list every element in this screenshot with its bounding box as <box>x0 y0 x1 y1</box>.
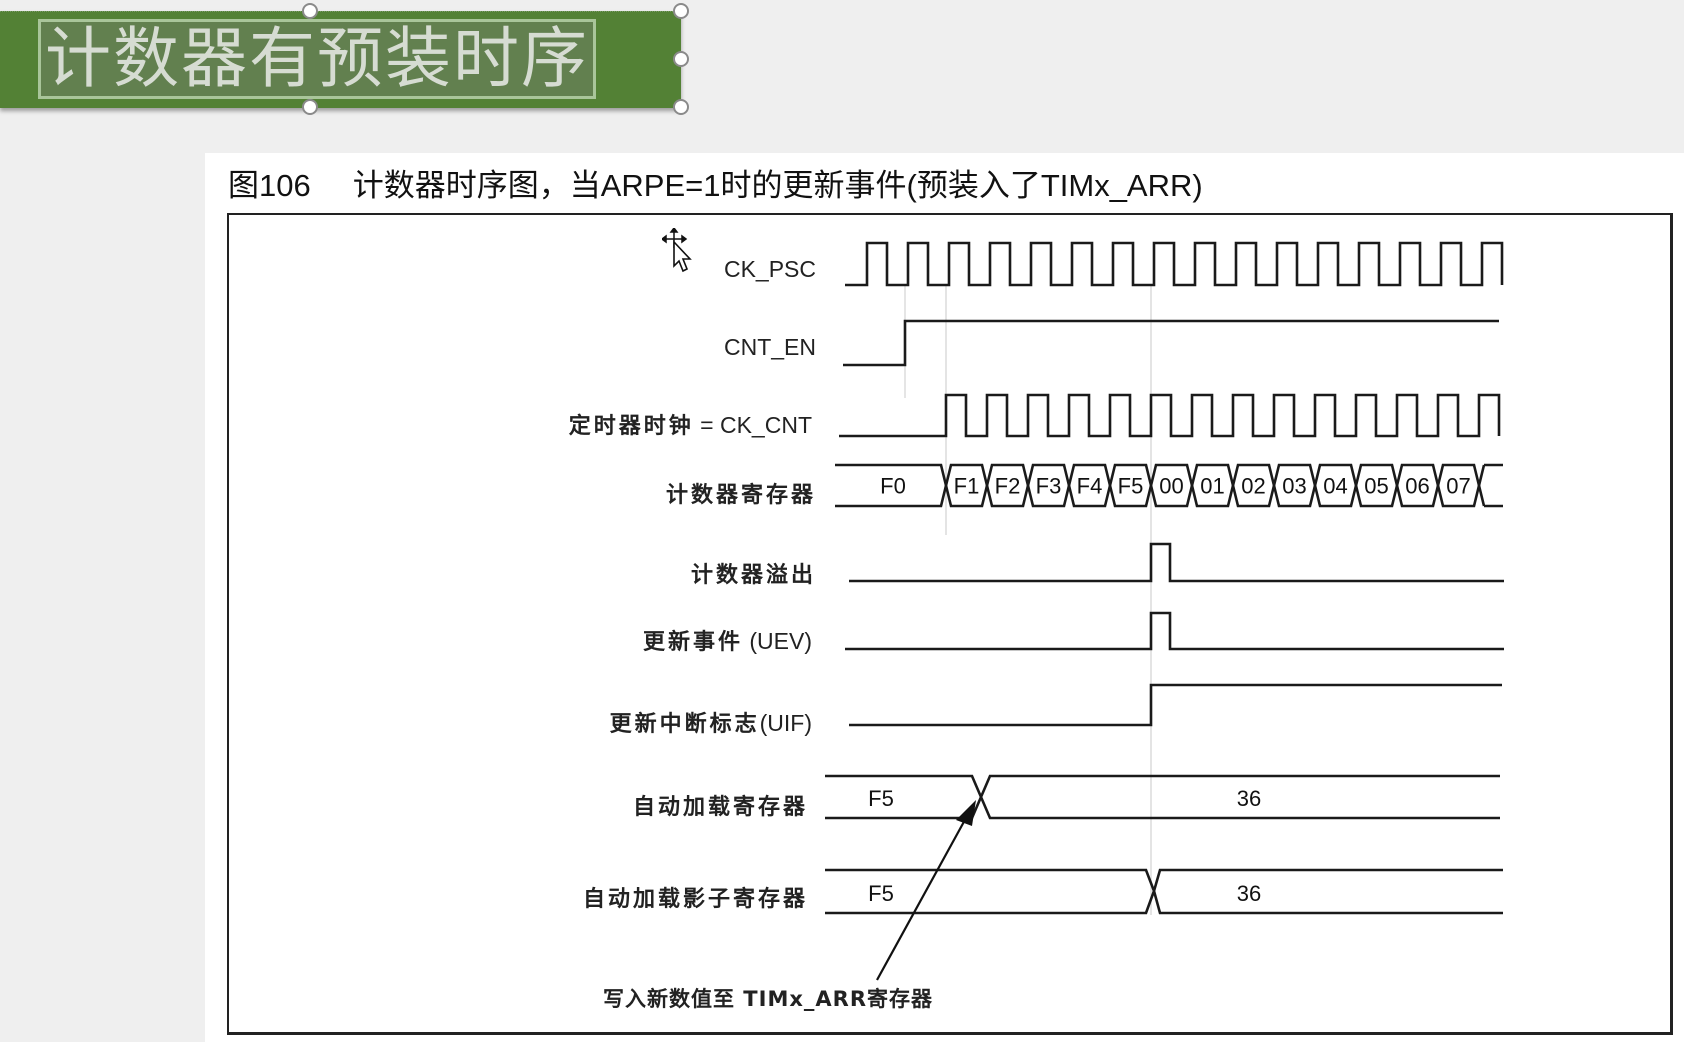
svg-text:F5: F5 <box>1118 474 1144 499</box>
move-cursor-icon <box>662 228 692 273</box>
signal-label-counter-overflow: 计数器溢出 <box>690 563 816 588</box>
signal-label-counter-register: 计数器寄存器 <box>665 483 816 508</box>
svg-text:F3: F3 <box>1036 474 1062 499</box>
svg-text:36: 36 <box>1237 881 1261 906</box>
annotation-arrow <box>876 800 976 981</box>
resize-handle-bottom-right[interactable] <box>673 99 689 115</box>
bus-segment <box>1026 463 1071 508</box>
bus-segment <box>1149 463 1194 508</box>
svg-text:02: 02 <box>1241 474 1265 499</box>
signal-label-ck-cnt: 定时器时钟 = CK_CNT <box>568 412 812 439</box>
bus-segment <box>1190 463 1235 508</box>
bus-segment <box>1108 463 1153 508</box>
waveform-arr <box>825 774 1500 820</box>
slide-title-shape[interactable]: 计数器有预装时序 <box>0 11 681 108</box>
figure-caption: 图106 计数器时序图，当ARPE=1时的更新事件(预装入了TIMx_ARR) <box>228 160 1203 205</box>
svg-text:F5: F5 <box>868 786 894 811</box>
waveform-cnt-en <box>843 319 1499 367</box>
svg-text:F0: F0 <box>880 474 906 499</box>
bus-segment <box>1395 463 1440 508</box>
resize-handle-middle-right[interactable] <box>673 51 689 67</box>
figure-title: 计数器时序图，当ARPE=1时的更新事件(预装入了TIMx_ARR) <box>352 168 1203 203</box>
signal-label-cnt-en: CNT_EN <box>723 334 816 360</box>
resize-handle-bottom-center[interactable] <box>302 99 318 115</box>
svg-text:F1: F1 <box>954 474 980 499</box>
resize-handle-top-right[interactable] <box>673 3 689 19</box>
svg-text:F5: F5 <box>868 881 894 906</box>
bus-segment-open <box>1477 463 1503 508</box>
waveform-uif <box>849 683 1502 727</box>
svg-text:F4: F4 <box>1077 474 1103 499</box>
bus-segment <box>944 463 989 508</box>
bus-segment <box>1354 463 1399 508</box>
bus-segment <box>985 463 1030 508</box>
waveform-uev <box>845 611 1504 651</box>
annotation-text: 写入新数值至 TIMx_ARR寄存器 <box>603 987 933 1011</box>
bus-segment <box>1067 463 1112 508</box>
timing-diagram-frame <box>227 213 1673 1035</box>
svg-text:00: 00 <box>1159 474 1183 499</box>
bus-segment <box>1436 463 1481 508</box>
signal-label-arr: 自动加载寄存器 <box>632 795 808 820</box>
document-page <box>205 153 1684 1042</box>
figure-number: 图106 <box>228 168 311 203</box>
waveform-arr-shadow <box>825 868 1503 915</box>
waveform-ck-psc <box>845 241 1504 287</box>
bus-segment <box>1313 463 1358 508</box>
resize-handle-top-center[interactable] <box>302 3 318 19</box>
svg-text:F2: F2 <box>995 474 1021 499</box>
signal-label-uif: 更新中断标志(UIF) <box>609 710 812 737</box>
svg-text:01: 01 <box>1200 474 1224 499</box>
signal-label-uev: 更新事件 (UEV) <box>642 628 812 655</box>
next-text-line-cutoff <box>0 1036 1684 1042</box>
waveform-counter-overflow <box>849 542 1504 583</box>
svg-text:05: 05 <box>1364 474 1388 499</box>
slide-title: 计数器有预装时序 <box>45 20 589 97</box>
svg-text:04: 04 <box>1323 474 1347 499</box>
bus-segment <box>1231 463 1276 508</box>
waveform-ck-cnt <box>839 393 1501 438</box>
svg-text:03: 03 <box>1282 474 1306 499</box>
signal-label-ck-psc: CK_PSC <box>723 256 816 282</box>
svg-text:07: 07 <box>1446 474 1470 499</box>
signal-label-arr-shadow: 自动加载影子寄存器 <box>582 887 808 912</box>
slide-title-textbox[interactable]: 计数器有预装时序 <box>38 19 596 99</box>
svg-text:36: 36 <box>1237 786 1261 811</box>
svg-text:06: 06 <box>1405 474 1429 499</box>
bus-segment <box>1272 463 1317 508</box>
